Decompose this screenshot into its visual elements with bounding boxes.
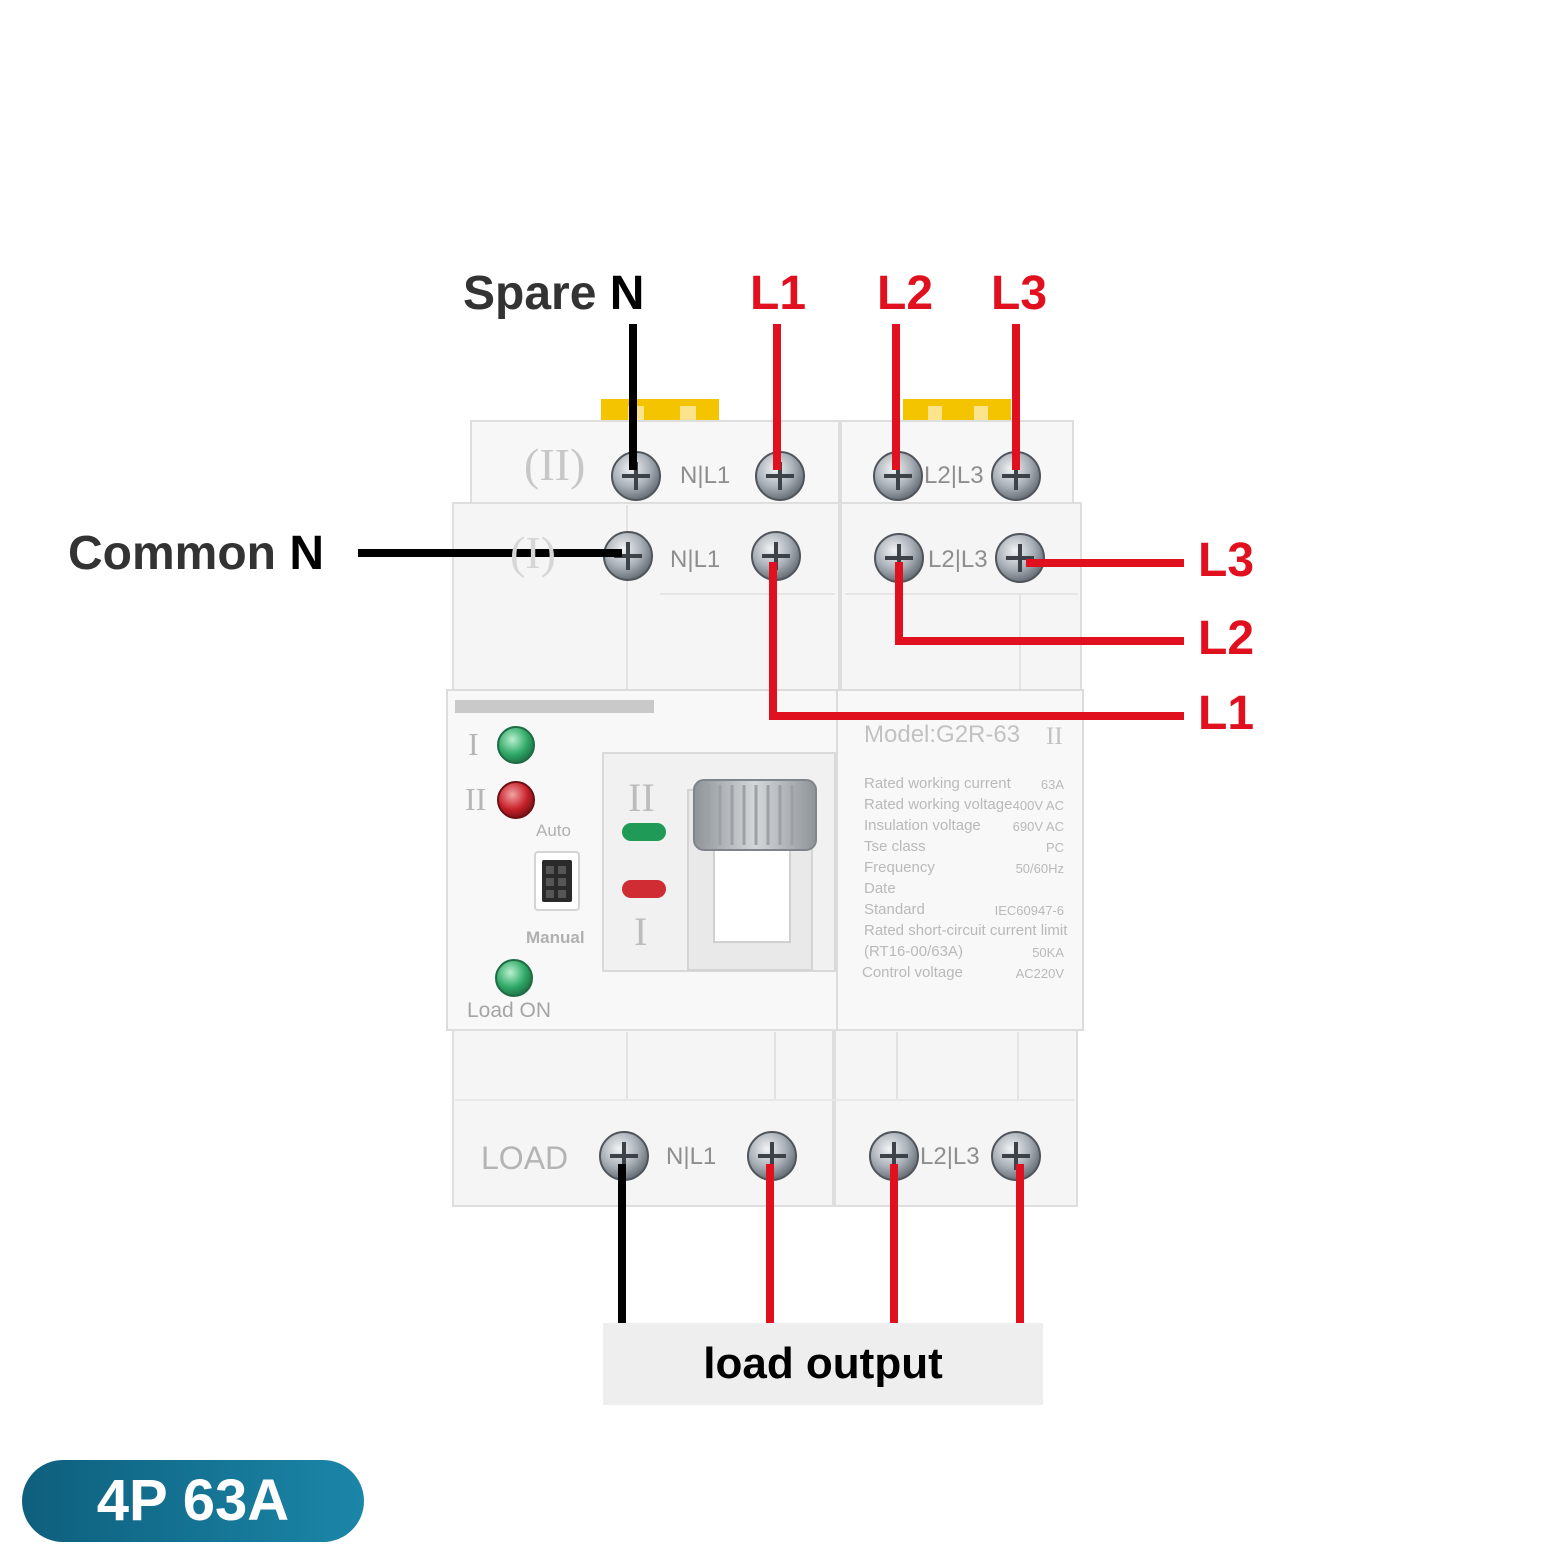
terminal-label-i-l2-l3: L2|L3: [928, 546, 988, 573]
spec-badge: 4P 63A: [22, 1460, 364, 1542]
screw-terminals: [599, 451, 1045, 1181]
wire-right-l2: [895, 562, 1184, 645]
load-on-label: Load ON: [467, 999, 552, 1022]
spec-label: Date: [864, 880, 896, 897]
spec-value: IEC60947-6: [994, 903, 1064, 918]
wires: [358, 324, 1184, 1323]
led-i-green: [497, 726, 535, 764]
screw-i-n: [603, 531, 653, 581]
terminal-label-load-n-l1: N|L1: [666, 1143, 717, 1170]
label-spare-n-prefix: Spare: [463, 267, 610, 320]
spec-badge-text: 4P 63A: [96, 1468, 290, 1533]
manual-label: Manual: [526, 928, 585, 947]
screw-load-l1: [747, 1131, 797, 1181]
window-led-red: [622, 880, 666, 898]
spec-value: AC220V: [1015, 966, 1064, 981]
label-right-l3: L3: [1198, 534, 1255, 587]
model-label: Model:G2R-63: [864, 721, 1021, 748]
load-output-box: load output: [603, 1323, 1043, 1405]
label-common-n: Common N: [68, 530, 324, 578]
spec-value: 690V AC: [1012, 819, 1064, 834]
wire-right-l1: [769, 562, 1184, 720]
screw-i-l3: [995, 533, 1045, 583]
load-output-label: load output: [703, 1339, 943, 1388]
model-suffix: II: [1046, 723, 1063, 750]
spec-label: Tse class: [864, 838, 926, 855]
spec-value: 63A: [1040, 777, 1064, 792]
terminal-label-ii-l2-l3: L2|L3: [924, 462, 984, 489]
label-spare-n-letter: N: [609, 267, 645, 320]
screw-load-n: [599, 1131, 649, 1181]
spec-label: Control voltage: [862, 964, 963, 981]
label-top-l1: L1: [750, 267, 807, 320]
label-spare-n: Spare N: [463, 270, 644, 318]
switch-position-i: I: [634, 909, 648, 954]
spec-label: Frequency: [864, 859, 935, 876]
spec-value: 400V AC: [1012, 798, 1064, 813]
label-right-l1: L1: [1198, 687, 1255, 740]
label-common-n-letter: N: [289, 527, 324, 580]
spec-label: Rated short-circuit current limit: [864, 922, 1068, 939]
indicator-i-label: I: [468, 726, 479, 762]
terminal-label-i-n-l1: N|L1: [670, 546, 721, 573]
label-top-l2: L2: [877, 267, 934, 320]
label-top-l3: L3: [991, 267, 1048, 320]
screw-load-l2: [869, 1131, 919, 1181]
spec-label: Insulation voltage: [864, 817, 981, 834]
spec-label: Rated working voltage: [864, 796, 1013, 813]
indicator-ii-label: II: [465, 781, 487, 817]
switch-position-ii: II: [628, 775, 655, 820]
label-common-n-prefix: Common: [68, 527, 290, 580]
spec-panel: [836, 689, 1084, 1031]
load-mark: LOAD: [481, 1140, 569, 1176]
spec-value: PC: [1045, 840, 1064, 855]
spec-label: (RT16-00/63A): [864, 943, 963, 960]
row-i-mark: (I): [510, 527, 556, 578]
spec-value: 50/60Hz: [1015, 861, 1064, 876]
spec-value: 50KA: [1032, 945, 1064, 960]
spec-label: Rated working current: [864, 775, 1011, 792]
row-ii-mark: (II): [524, 439, 586, 490]
led-ii-red: [497, 781, 535, 819]
terminal-label-load-l2-l3: L2|L3: [920, 1143, 980, 1170]
spec-label: Standard: [864, 901, 925, 918]
led-load-on-green: [495, 959, 533, 997]
auto-label: Auto: [536, 821, 571, 840]
terminal-label-ii-n-l1: N|L1: [680, 462, 731, 489]
label-right-l2: L2: [1198, 612, 1255, 665]
window-led-green: [622, 823, 666, 841]
